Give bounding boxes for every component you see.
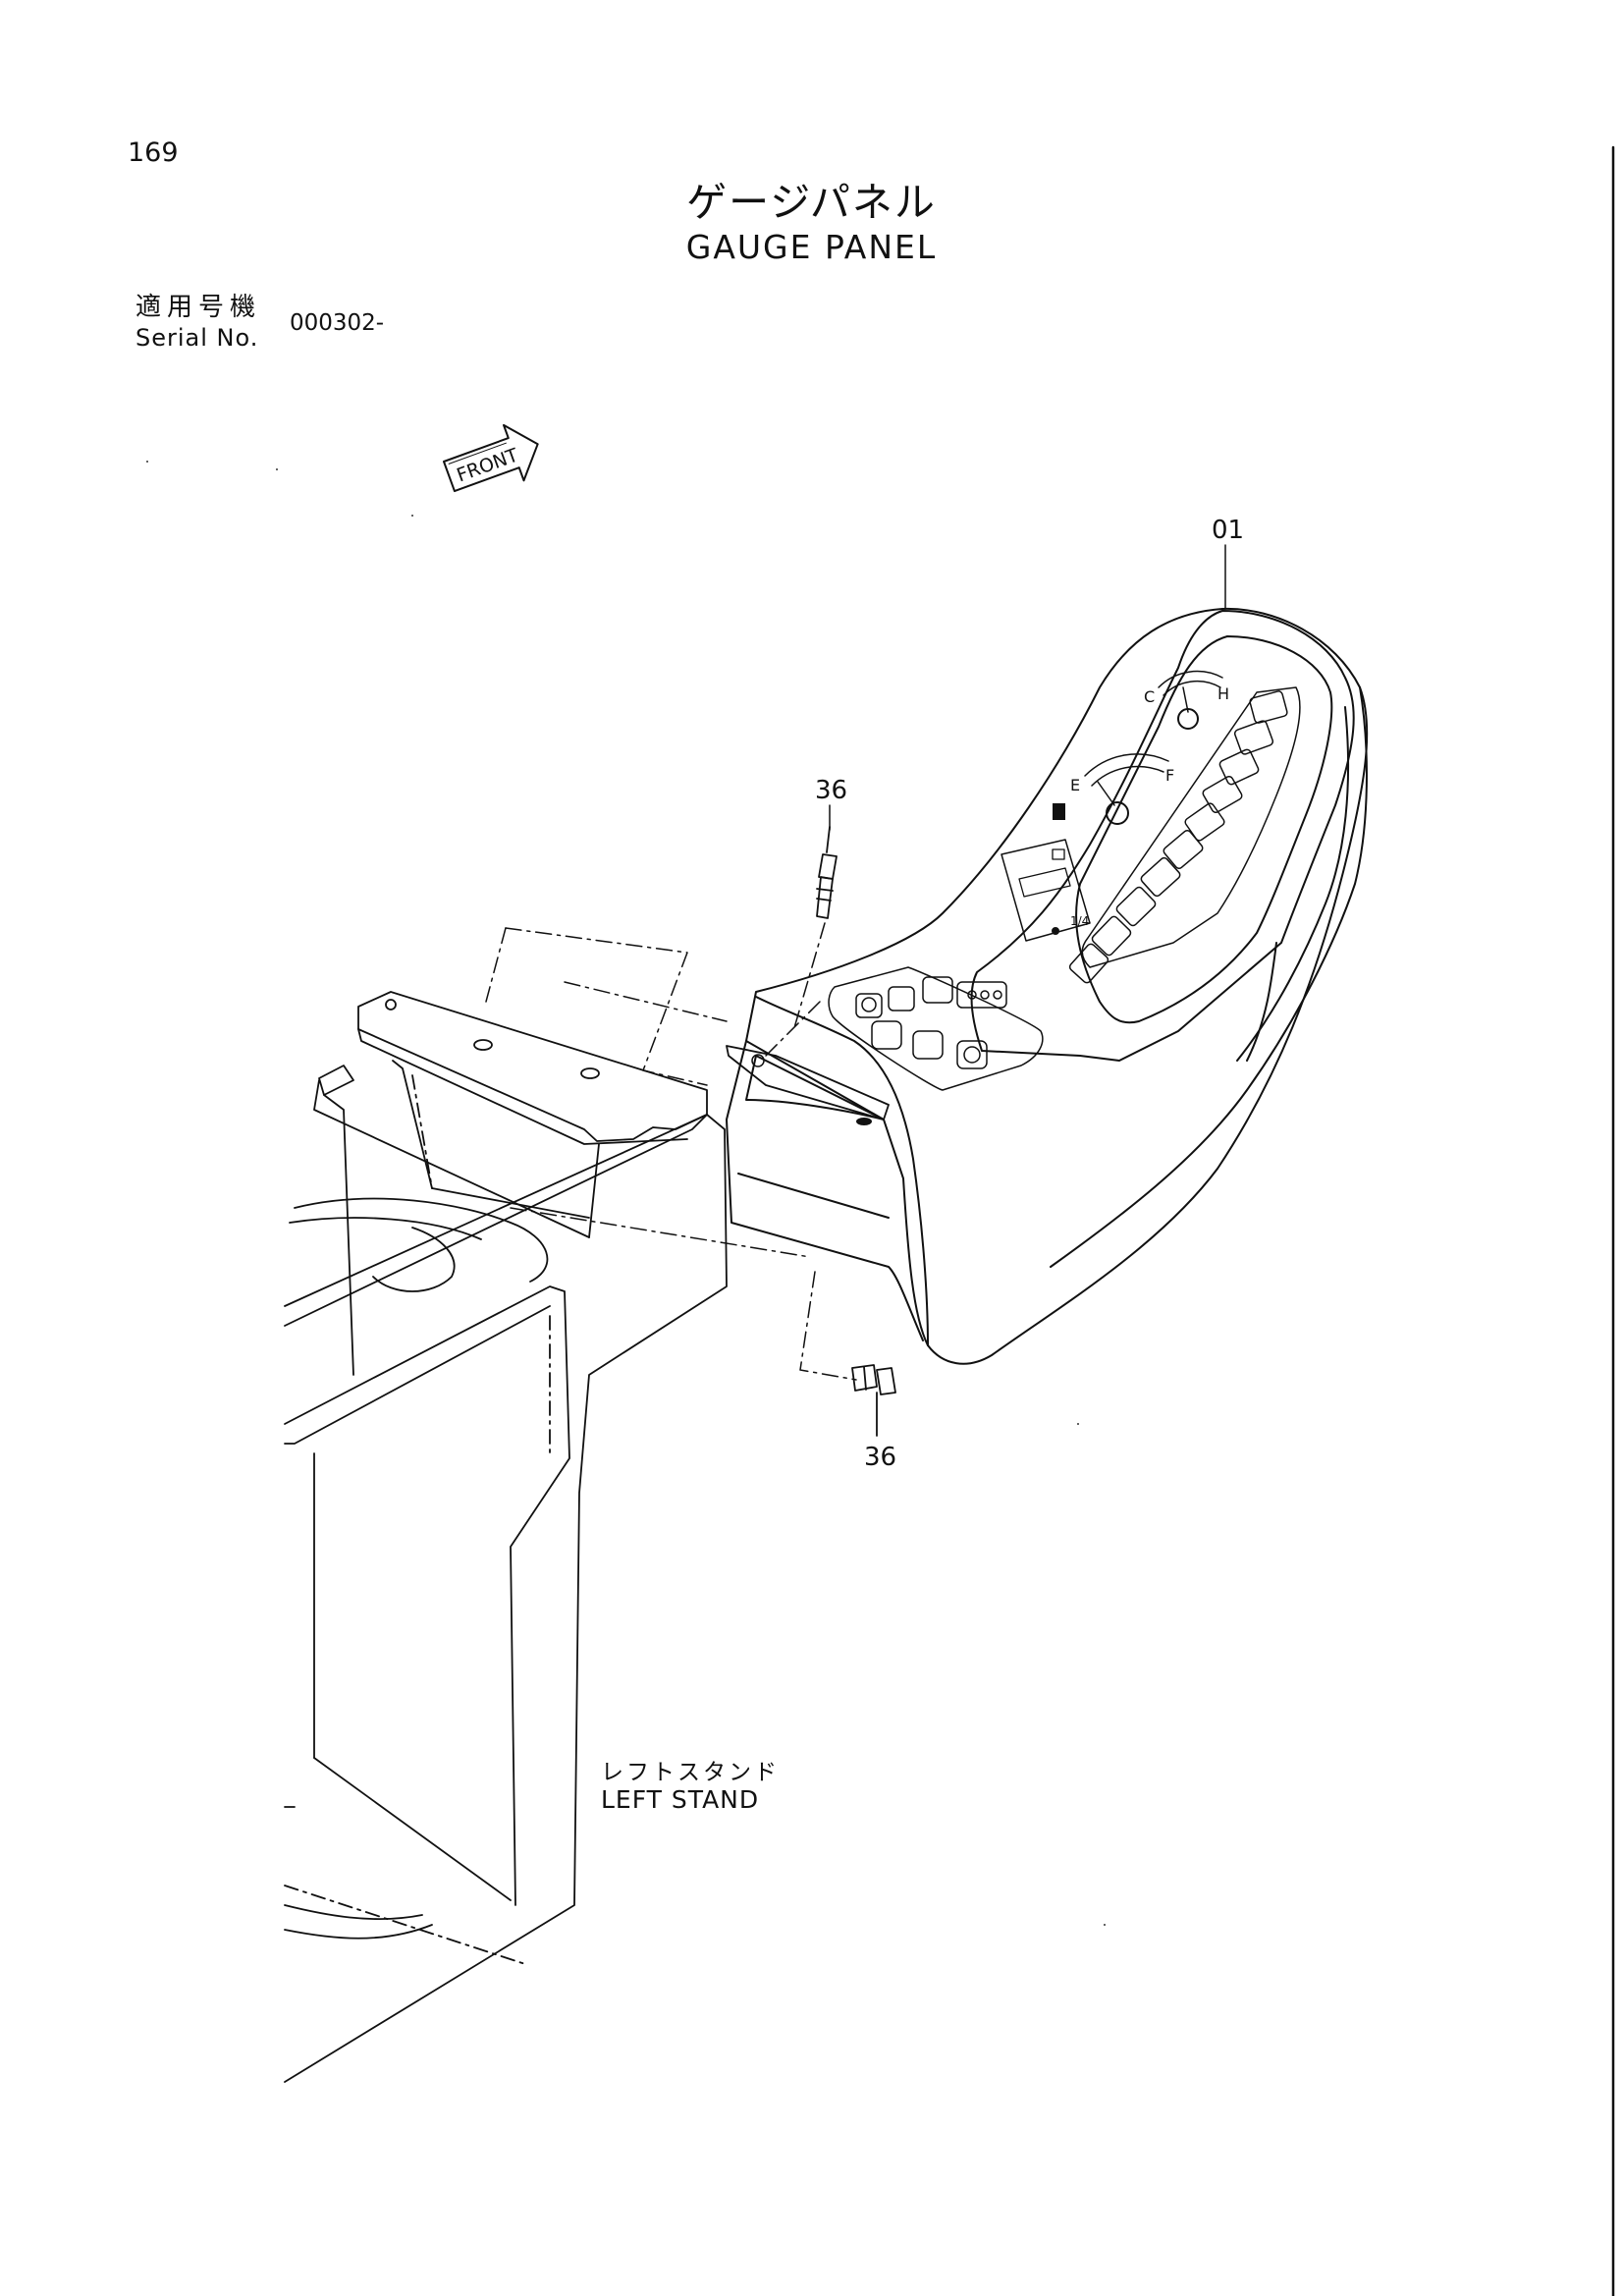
gauge-panel-part: C H E F 1/4 (726, 607, 1369, 1365)
page-title-english: GAUGE PANEL (685, 228, 938, 266)
fuel-pump-icon (1053, 803, 1065, 820)
left-stand-label-japanese: レフトスタンド (601, 1760, 780, 1785)
front-direction-arrow: FRONT (443, 423, 539, 493)
switch-cluster (828, 966, 1044, 1091)
callout-gauge-panel: 01 (1212, 516, 1244, 545)
callout-bolt-upper: 36 (815, 776, 847, 805)
indicator-lamp-column (1068, 686, 1301, 984)
serial-number-value: 000302- (290, 310, 385, 336)
coolant-temperature-gauge: C H (1144, 670, 1229, 730)
page-number: 169 (128, 137, 179, 168)
left-stand-label-english: LEFT STAND (601, 1785, 760, 1814)
panel-mounting-flange (726, 1045, 890, 1121)
hour-fraction-mark: 1/4 (1070, 914, 1089, 928)
gauge-mark-cold: C (1144, 687, 1155, 706)
serial-label-english: Serial No. (135, 324, 259, 352)
bolt-upper (816, 826, 838, 919)
fuel-gauge: E F (1053, 753, 1174, 825)
gauge-mark-full: F (1165, 766, 1174, 785)
page-title-japanese: ゲージパネル (686, 179, 937, 226)
serial-label-japanese: 適用号機 (135, 293, 262, 322)
front-label: FRONT (454, 444, 521, 486)
gauge-mark-empty: E (1070, 776, 1080, 794)
leader-lines (485, 922, 857, 1381)
bolt-lower (851, 1364, 896, 1437)
hour-meter-display: 1/4 (1001, 839, 1091, 942)
gauge-mark-hot: H (1217, 684, 1229, 703)
left-stand-frame (284, 991, 728, 2083)
callout-bolt-lower: 36 (864, 1443, 896, 1472)
